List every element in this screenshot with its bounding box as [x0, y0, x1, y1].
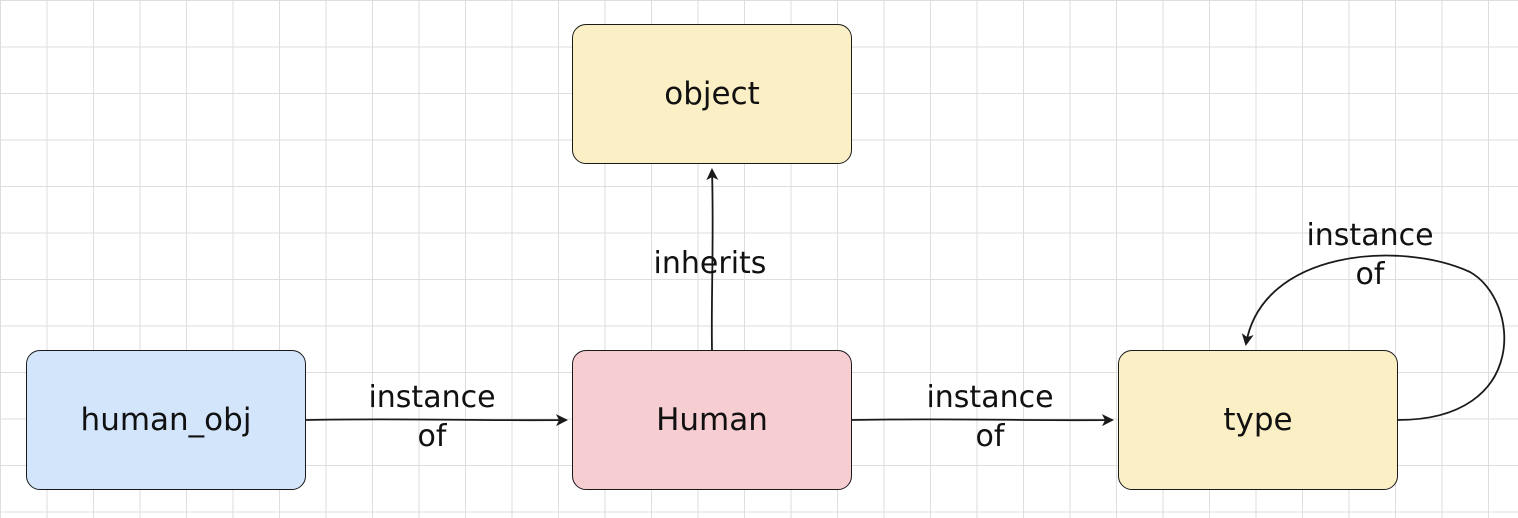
- node-human[interactable]: Human: [572, 350, 852, 490]
- node-type-label: type: [1223, 402, 1293, 438]
- node-object-label: object: [664, 76, 760, 112]
- node-human-obj-label: human_obj: [80, 402, 252, 438]
- node-type[interactable]: type: [1118, 350, 1398, 490]
- edge-label-type-instance-of: instance of: [1290, 216, 1450, 294]
- node-object[interactable]: object: [572, 24, 852, 164]
- edge-label-inherits: inherits: [640, 244, 780, 283]
- edge-type-self-loop: [1241, 254, 1506, 421]
- edge-label-line1: instance: [368, 380, 496, 415]
- edge-label-line2: of: [975, 419, 1005, 454]
- node-human-obj[interactable]: human_obj: [26, 350, 306, 490]
- edge-label-inherits-text: inherits: [653, 246, 767, 281]
- edge-label-line1: instance: [926, 380, 1054, 415]
- edge-human-to-object: [706, 168, 719, 351]
- node-human-label: Human: [656, 402, 768, 438]
- edge-label-line1: instance: [1306, 218, 1434, 253]
- edge-human-to-type: [851, 414, 1114, 427]
- edge-label-line2: of: [417, 419, 447, 454]
- edge-label-human-obj-instance-of: instance of: [352, 378, 512, 456]
- edge-label-line2: of: [1355, 257, 1385, 292]
- edge-label-human-instance-of: instance of: [910, 378, 1070, 456]
- edge-human-obj-to-human: [305, 414, 568, 427]
